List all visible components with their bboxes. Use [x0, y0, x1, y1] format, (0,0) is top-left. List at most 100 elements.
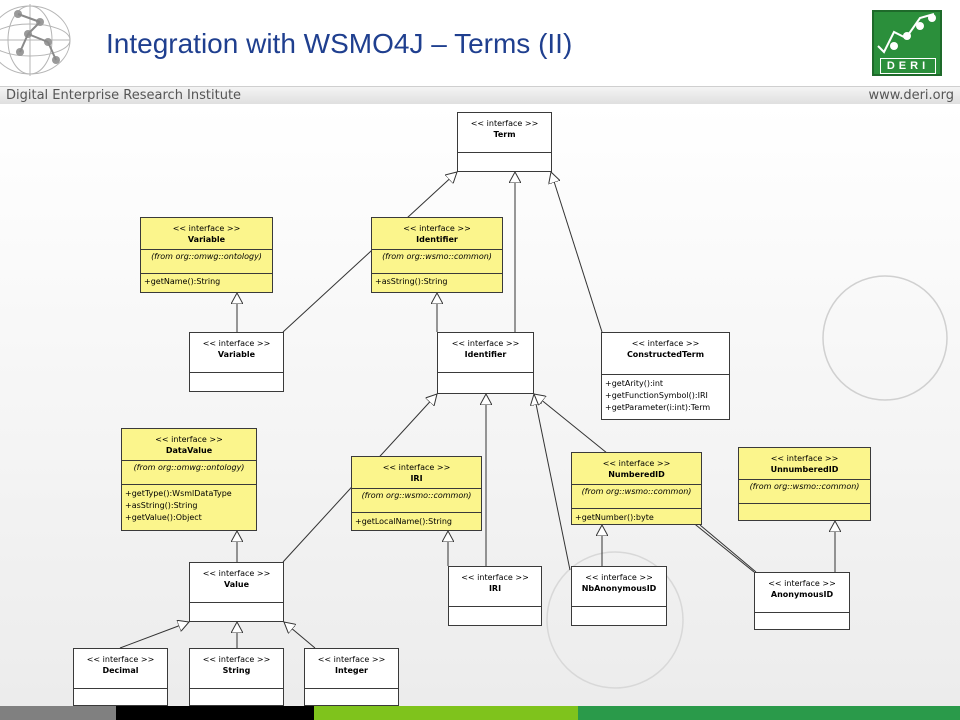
class-value[interactable]: << interface >> Value: [189, 562, 284, 622]
class-name: IRI: [410, 474, 423, 483]
stereotype-label: << interface >>: [602, 459, 671, 468]
operations: +getType():WsmlDataType +asString():Stri…: [122, 485, 256, 524]
footer-segment-gray: [0, 706, 116, 720]
website-link[interactable]: www.deri.org: [868, 88, 955, 103]
class-iri-common[interactable]: << interface >> IRI (from org::wsmo::com…: [351, 456, 482, 531]
stereotype-label: << interface >>: [770, 454, 839, 463]
deri-logo: DERI: [872, 10, 942, 76]
operation: +getArity():int: [605, 379, 664, 388]
class-header: << interface >> NbAnonymousID: [572, 567, 666, 607]
class-header: << interface >> IRI (from org::wsmo::com…: [352, 457, 481, 513]
stereotype-label: << interface >>: [202, 339, 271, 348]
class-name: Value: [223, 580, 249, 589]
package-label: (from org::wsmo::common): [352, 488, 481, 501]
stereotype-label: << interface >>: [470, 119, 539, 128]
class-unnumberedid[interactable]: << interface >> UnnumberedID (from org::…: [738, 447, 871, 521]
class-header: << interface >> Identifier (from org::ws…: [372, 218, 502, 274]
class-nbanonymousid[interactable]: << interface >> NbAnonymousID: [571, 566, 667, 626]
stereotype-label: << interface >>: [317, 655, 386, 664]
package-label: (from org::wsmo::common): [739, 479, 870, 492]
operation: +getLocalName():String: [355, 517, 452, 526]
operation: +getName():String: [144, 277, 221, 286]
institute-name: Digital Enterprise Research Institute: [6, 88, 242, 103]
operation: +asString():String: [375, 277, 448, 286]
class-name: String: [222, 666, 251, 675]
operations: +getLocalName():String: [352, 513, 481, 528]
class-header: << interface >> DataValue (from org::omw…: [122, 429, 256, 485]
package-label: (from org::wsmo::common): [572, 484, 701, 497]
package-label: (from org::omwg::ontology): [122, 460, 256, 473]
class-name: Integer: [334, 666, 369, 675]
class-header: << interface >> AnonymousID: [755, 573, 849, 613]
package-label: (from org::wsmo::common): [372, 249, 502, 262]
class-header: << interface >> Integer: [305, 649, 398, 689]
footer-color-bar: [0, 706, 960, 720]
class-header: << interface >> UnnumberedID (from org::…: [739, 448, 870, 504]
class-name: Identifier: [416, 235, 458, 244]
slide-title: Integration with WSMO4J – Terms (II): [106, 28, 573, 59]
stereotype-label: << interface >>: [202, 655, 271, 664]
class-integer[interactable]: << interface >> Integer: [304, 648, 399, 706]
class-header: << interface >> Decimal: [74, 649, 167, 689]
network-globe-logo: [0, 4, 71, 76]
class-numberedid[interactable]: << interface >> NumberedID (from org::ws…: [571, 452, 702, 525]
operations: +getName():String: [141, 274, 272, 288]
stereotype-label: << interface >>: [155, 435, 223, 444]
footer-segment-black: [116, 706, 314, 720]
class-identifier[interactable]: << interface >> Identifier: [437, 332, 534, 394]
stereotype-label: << interface >>: [768, 579, 836, 588]
class-datavalue[interactable]: << interface >> DataValue (from org::omw…: [121, 428, 257, 531]
footer-segment-green: [578, 706, 960, 720]
class-name: Variable: [187, 235, 226, 244]
class-header: << interface >> String: [190, 649, 283, 689]
stereotype-label: << interface >>: [451, 339, 520, 348]
operations: +asString():String: [372, 274, 502, 288]
stereotype-label: << interface >>: [631, 339, 700, 348]
slide-header: Integration with WSMO4J – Terms (II) DER…: [0, 0, 960, 106]
class-string[interactable]: << interface >> String: [189, 648, 284, 706]
class-name: AnonymousID: [770, 590, 834, 599]
class-header: << interface >> IRI: [449, 567, 541, 607]
class-name: UnnumberedID: [770, 465, 839, 474]
class-constructedterm[interactable]: << interface >> ConstructedTerm +getArit…: [601, 332, 730, 420]
class-name: Variable: [217, 350, 256, 359]
stereotype-label: << interface >>: [403, 224, 471, 233]
stereotype-label: << interface >>: [172, 224, 241, 233]
stereotype-label: << interface >>: [382, 463, 451, 472]
class-variable-ontology[interactable]: << interface >> Variable (from org::omwg…: [140, 217, 273, 293]
class-name: NbAnonymousID: [581, 584, 657, 593]
footer-segment-lime: [314, 706, 578, 720]
class-name: DataValue: [165, 446, 213, 455]
operation: +getParameter(i:int):Term: [605, 403, 711, 412]
class-name: IRI: [488, 584, 502, 593]
operation: +getValue():Object: [125, 513, 202, 522]
stereotype-label: << interface >>: [461, 573, 529, 582]
class-term[interactable]: << interface >> Term: [457, 112, 552, 172]
class-header: << interface >> ConstructedTerm: [602, 333, 729, 375]
class-name: Decimal: [102, 666, 139, 675]
deri-logo-text: DERI: [880, 58, 936, 74]
class-name: Term: [493, 130, 516, 139]
operations: +getArity():int +getFunctionSymbol():IRI…: [602, 375, 729, 414]
operation: +getFunctionSymbol():IRI: [605, 391, 708, 400]
class-identifier-common[interactable]: << interface >> Identifier (from org::ws…: [371, 217, 503, 293]
class-name: NumberedID: [608, 470, 665, 479]
class-name: Identifier: [464, 350, 507, 359]
institute-bar: Digital Enterprise Research Institute ww…: [0, 86, 960, 106]
class-variable[interactable]: << interface >> Variable: [189, 332, 284, 392]
class-decimal[interactable]: << interface >> Decimal: [73, 648, 168, 706]
deri-logo-mark: [877, 13, 936, 54]
stereotype-label: << interface >>: [585, 573, 653, 582]
class-anonymousid[interactable]: << interface >> AnonymousID: [754, 572, 850, 630]
class-header: << interface >> Variable (from org::omwg…: [141, 218, 272, 274]
class-header: << interface >> NumberedID (from org::ws…: [572, 453, 701, 509]
class-name: ConstructedTerm: [626, 350, 705, 359]
class-header: << interface >> Variable: [190, 333, 283, 373]
operations: +getNumber():byte: [572, 509, 701, 524]
class-iri[interactable]: << interface >> IRI: [448, 566, 542, 626]
class-header: << interface >> Term: [458, 113, 551, 153]
operation: +getType():WsmlDataType: [125, 489, 232, 498]
package-label: (from org::omwg::ontology): [141, 249, 272, 262]
stereotype-label: << interface >>: [86, 655, 155, 664]
stereotype-label: << interface >>: [202, 569, 271, 578]
